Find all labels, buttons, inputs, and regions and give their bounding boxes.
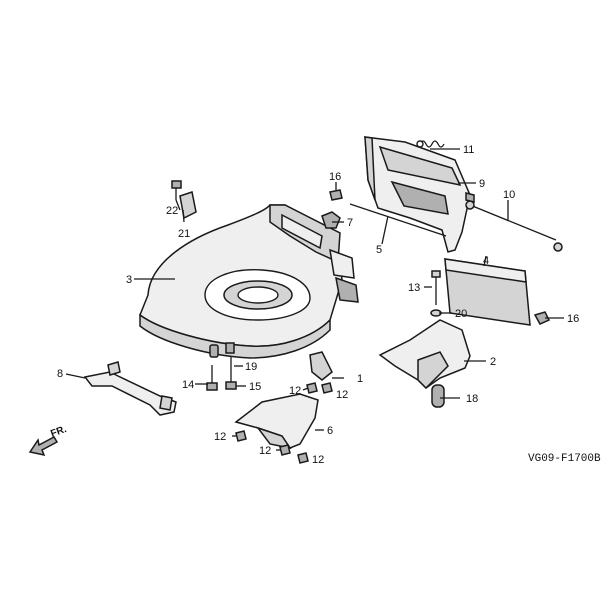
callouts: 22 21 3 16 7 5 11 9 10 4 13 20 16 2 18 8… [57, 144, 579, 466]
forward-label: FR. [49, 424, 68, 440]
bolt-12-d [279, 444, 291, 456]
callout-7: 7 [347, 217, 353, 229]
callout-10: 10 [503, 189, 515, 201]
callout-3: 3 [126, 274, 132, 286]
callout-16-upper: 16 [329, 171, 341, 183]
callout-12-a: 12 [289, 385, 301, 397]
callout-15: 15 [249, 381, 261, 393]
callout-12-d: 12 [259, 445, 271, 457]
bolt-12-a [306, 382, 318, 394]
chute-bracket [378, 319, 471, 390]
rod-left [349, 203, 447, 237]
rear-guard [364, 136, 471, 253]
diagram-code: VG09-F1700B [528, 453, 601, 465]
callout-12-b: 12 [336, 389, 348, 401]
callout-12-c: 12 [214, 431, 226, 443]
clip-21 [179, 191, 197, 220]
nut-7 [321, 211, 341, 229]
callout-18: 18 [466, 393, 478, 405]
bolt-19 [225, 342, 235, 354]
flap-plate [444, 258, 531, 326]
callout-21: 21 [178, 228, 190, 240]
bolt-14 [206, 365, 218, 391]
bolt-13 [431, 270, 441, 305]
callout-12-e: 12 [312, 454, 324, 466]
cap-nut-right [533, 311, 551, 325]
bolt-12-b [321, 382, 333, 394]
small-bracket [309, 351, 333, 381]
bolt-15 [225, 357, 237, 390]
callout-4: 4 [483, 255, 489, 267]
callout-2: 2 [490, 356, 496, 368]
callout-22: 22 [166, 205, 178, 217]
handle-bracket [83, 361, 177, 416]
bolt-12-e [297, 452, 309, 464]
deflector-plate [234, 393, 319, 450]
callout-16-right: 16 [567, 313, 579, 325]
rod-right [465, 192, 563, 252]
callout-5: 5 [376, 244, 382, 256]
callout-9: 9 [479, 178, 485, 190]
cap-nut-upper [329, 189, 343, 201]
bolt-22 [171, 180, 182, 200]
callout-8: 8 [57, 368, 63, 380]
callout-1: 1 [357, 373, 363, 385]
spring [416, 140, 445, 148]
callout-14: 14 [182, 379, 194, 391]
callout-11: 11 [463, 144, 474, 156]
leader-lines [65, 148, 564, 451]
callout-19: 19 [245, 361, 257, 373]
bolt-12-c [235, 430, 247, 442]
callout-13: 13 [408, 282, 420, 294]
forward-arrow-icon: FR. [28, 424, 68, 457]
pin-18 [431, 384, 445, 408]
callout-6: 6 [327, 425, 333, 437]
callout-20: 20 [455, 308, 467, 320]
mower-deck [139, 204, 359, 359]
